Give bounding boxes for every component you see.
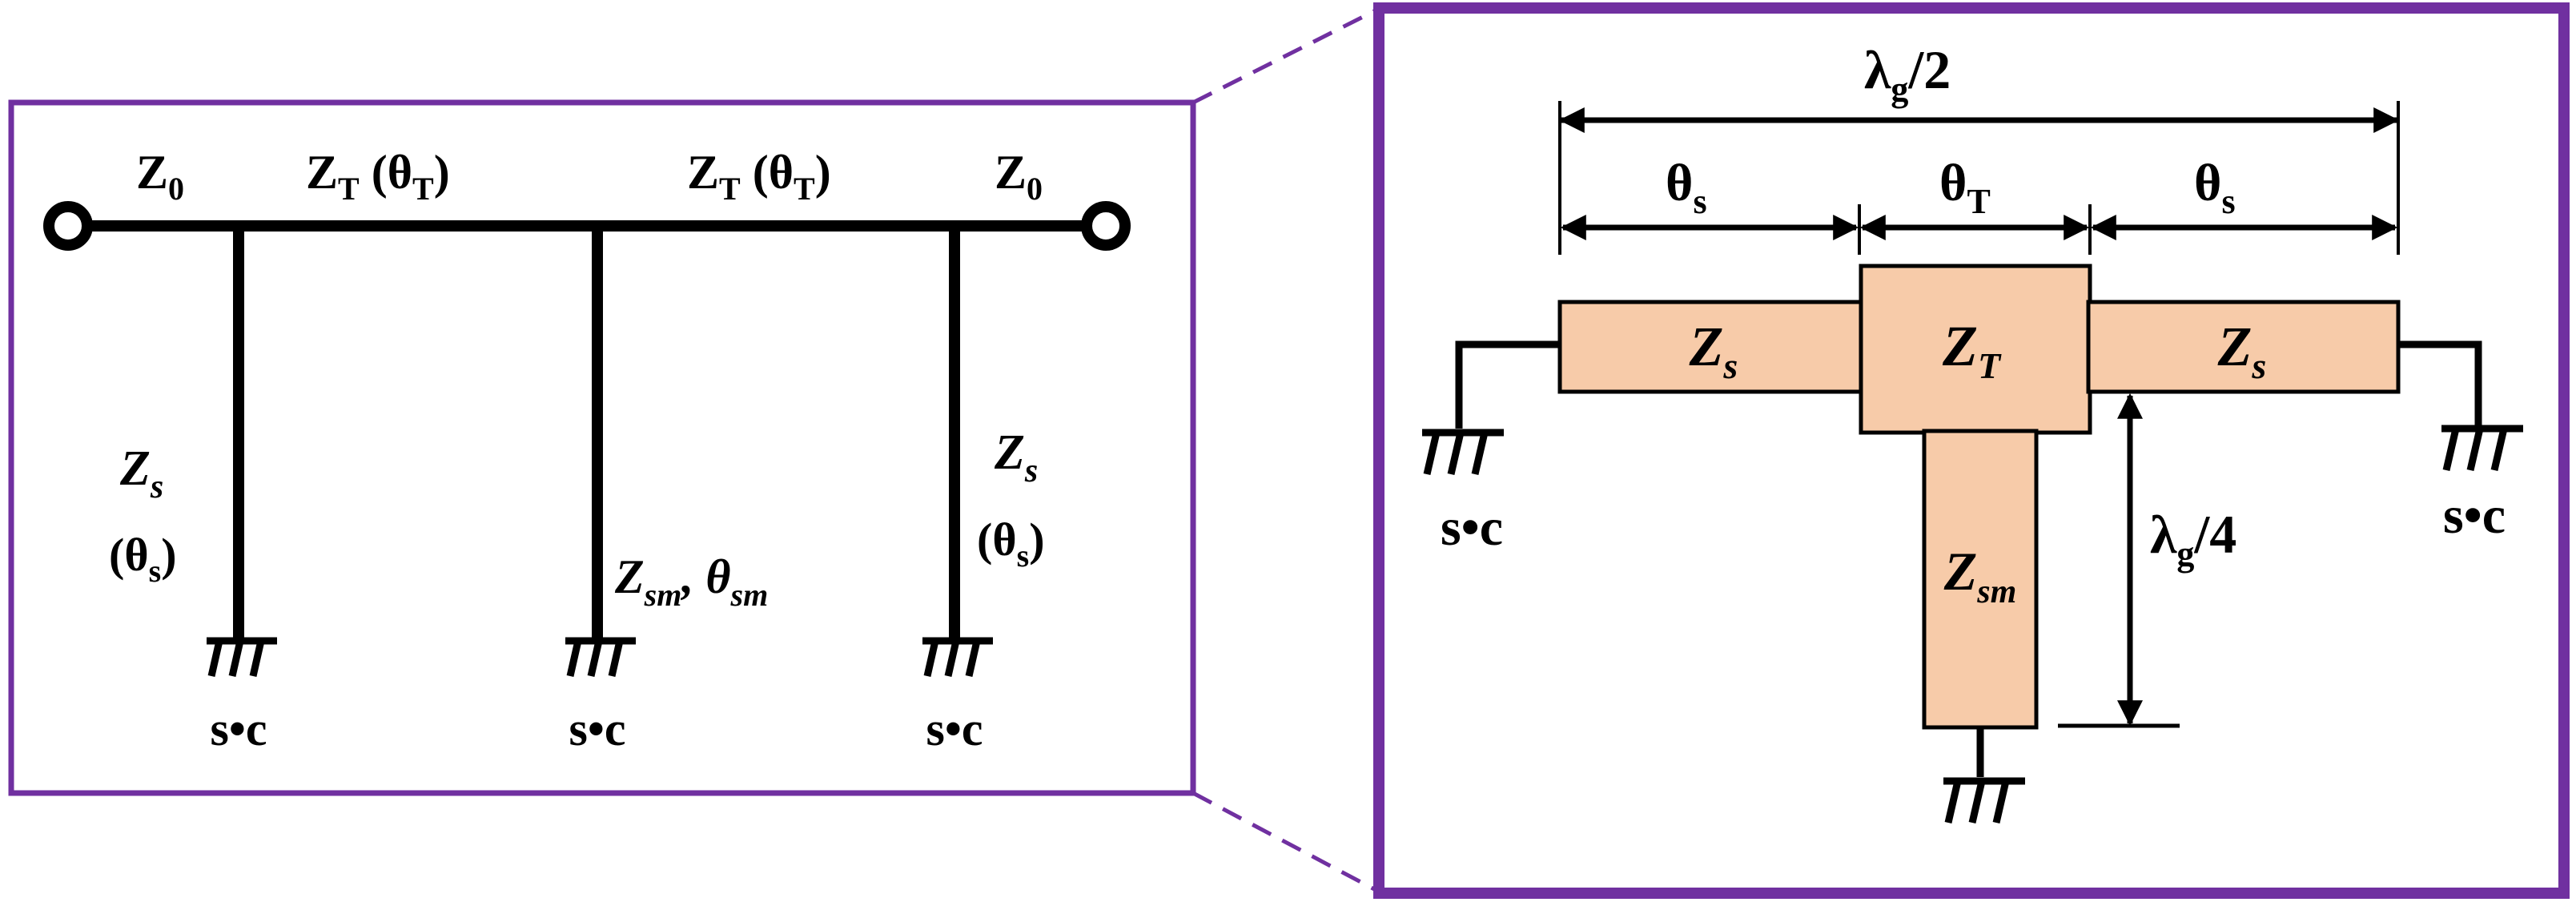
half-wavelength-label: λg/2 xyxy=(1864,39,1951,109)
short-circuit-label: s•c xyxy=(926,703,983,755)
ground-wire-left xyxy=(1455,340,1560,429)
block-zsm-label: Zsm xyxy=(1943,541,2017,610)
short-circuit-label: s•c xyxy=(2443,486,2506,545)
line-right-label: ZT (θT) xyxy=(687,146,831,207)
ground-icon xyxy=(1943,777,2025,824)
theta-s-right-label: θs xyxy=(2194,154,2236,221)
stub-middle-label: Zsm, θsm xyxy=(614,550,768,613)
short-circuit-label: s•c xyxy=(211,703,267,755)
short-circuit-label: s•c xyxy=(569,703,626,755)
stub-left-impedance-label: Zs xyxy=(119,441,163,505)
theta-s-left-label: θs xyxy=(1666,154,1707,221)
block-zt xyxy=(1859,264,2092,435)
zoom-line-bottom xyxy=(1192,791,1379,893)
port-left-icon xyxy=(43,201,93,251)
ground-icon xyxy=(1422,429,1504,476)
stub-right-impedance-label: Zs xyxy=(994,425,1038,489)
line-left-label: ZT (θT) xyxy=(306,146,450,207)
block-zs-right-label: Zs xyxy=(2217,316,2267,386)
block-zsm xyxy=(1922,429,2039,730)
ground-icon xyxy=(2441,425,2523,472)
block-zs-left xyxy=(1557,300,1865,394)
stub-right-angle-label: (θs) xyxy=(977,513,1045,574)
port-right-icon xyxy=(1081,201,1131,251)
theta-t-label: θT xyxy=(1939,154,1991,221)
port-left-impedance-label: Z0 xyxy=(136,146,184,207)
block-zs-right xyxy=(2086,300,2401,394)
ground-icon xyxy=(207,637,277,677)
ground-icon xyxy=(565,637,636,677)
ground-icon xyxy=(922,637,993,677)
stub-left-angle-label: (θs) xyxy=(109,529,177,589)
zoom-line-top xyxy=(1192,7,1379,105)
block-zs-left-label: Zs xyxy=(1689,316,1738,386)
port-right-impedance-label: Z0 xyxy=(995,146,1043,207)
quarter-wavelength-label: λg/4 xyxy=(2150,504,2236,574)
block-zt-label: ZT xyxy=(1942,314,2002,386)
short-circuit-label: s•c xyxy=(1441,498,1503,557)
ground-wire-right xyxy=(2398,340,2482,429)
